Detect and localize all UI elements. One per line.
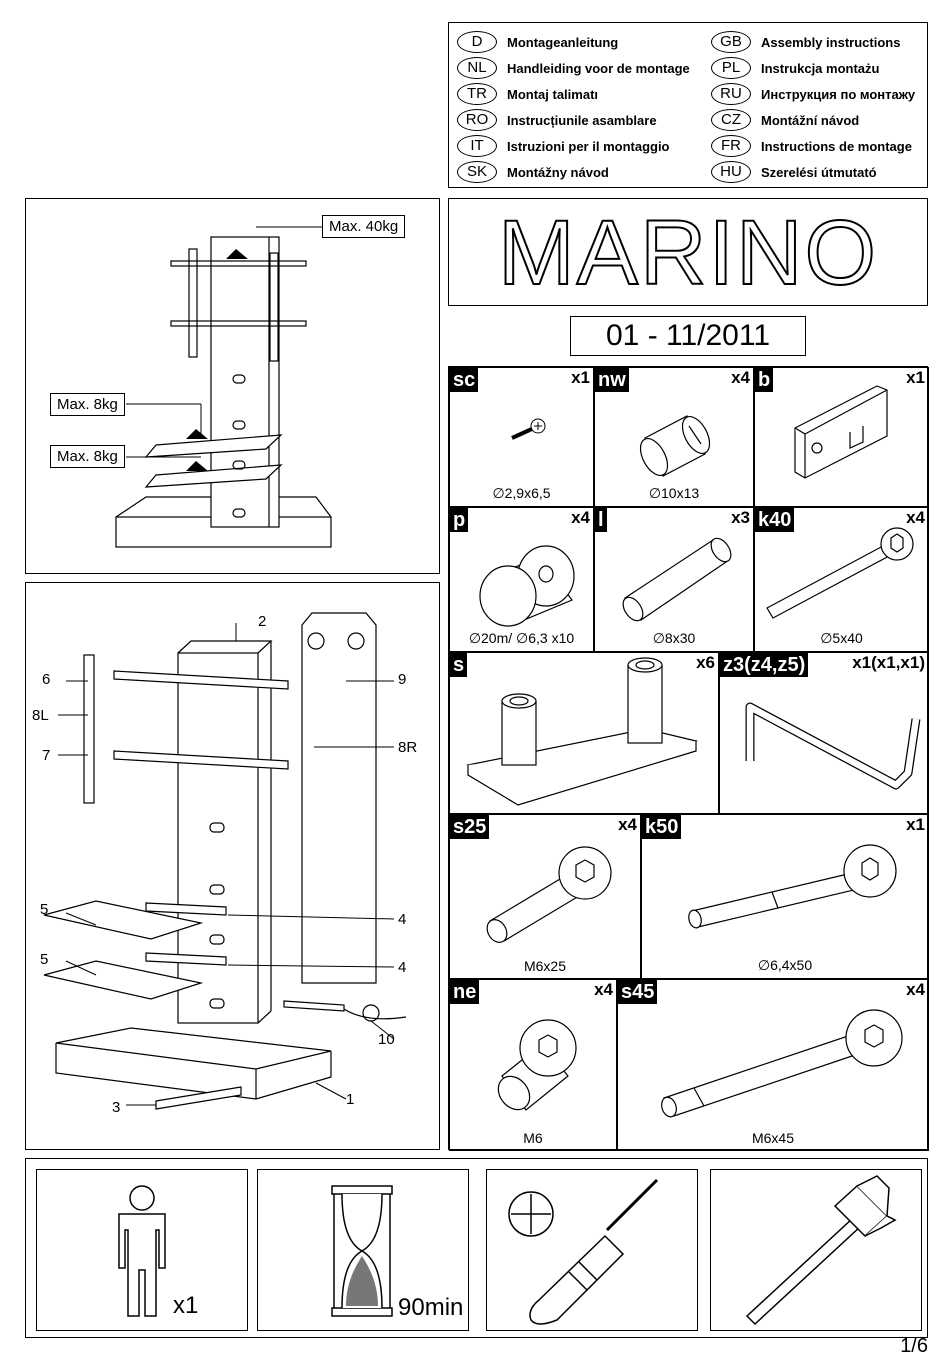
part-label-3: 3 [112,1099,121,1116]
dowel-icon [622,537,732,622]
shelf-support-icon [466,657,699,806]
title-box: MARINO [448,198,928,306]
exploded-view-panel: 2 6 8L 7 9 8R 5 4 5 4 10 3 1 [25,582,440,1150]
product-title: MARINO [497,201,878,305]
part-label-9: 9 [398,671,407,688]
part-label-5-lower: 5 [40,951,49,968]
hex-bolt-icon [486,846,612,943]
page-number: 1/6 [900,1335,928,1357]
part-label-5-upper: 5 [40,901,49,918]
bracket-icon [794,385,888,479]
pad-icon [479,545,575,627]
bolt-icon [766,527,914,619]
part-label-4-upper: 4 [398,911,407,928]
overview-panel: Max. 40kg Max. 8kg Max. 8kg [25,198,440,574]
max-load-shelf-1: Max. 8kg [50,393,125,416]
dowel-nut-icon [639,415,711,477]
part-label-7: 7 [42,747,51,764]
tools-required-panel: x1 90min [25,1158,928,1338]
hex-nut-icon [497,1019,577,1111]
tool-cell-hammer [710,1169,922,1331]
part-label-6: 6 [42,671,51,688]
max-load-shelf-2: Max. 8kg [50,445,125,468]
long-hex-bolt-icon [661,1009,903,1118]
tool-cell-time: 90min [257,1169,469,1331]
part-cell: z3(z4,z5)x1(x1,x1) [719,652,929,814]
part-label-2: 2 [258,613,267,630]
part-label-8r: 8R [398,739,418,756]
part-label-1: 1 [346,1091,355,1108]
tv-stand-overview-drawing [115,226,332,548]
tool-cell-persons: x1 [36,1169,248,1331]
hammer-icon [745,1175,897,1326]
part-label-8l: 8L [32,707,49,724]
allen-key-icon [745,702,921,790]
screw-icon [511,418,546,440]
date-code: 01 - 11/2011 [570,316,806,356]
long-bolt-icon [688,844,897,929]
screwdriver-icon [508,1178,659,1325]
max-load-top: Max. 40kg [322,215,406,238]
exploded-view-drawing [43,612,407,1110]
hourglass-icon [331,1185,393,1317]
person-icon [118,1185,166,1317]
part-label-4-lower: 4 [398,959,407,976]
part-label-10: 10 [378,1031,395,1048]
tool-cell-screwdriver [486,1169,698,1331]
